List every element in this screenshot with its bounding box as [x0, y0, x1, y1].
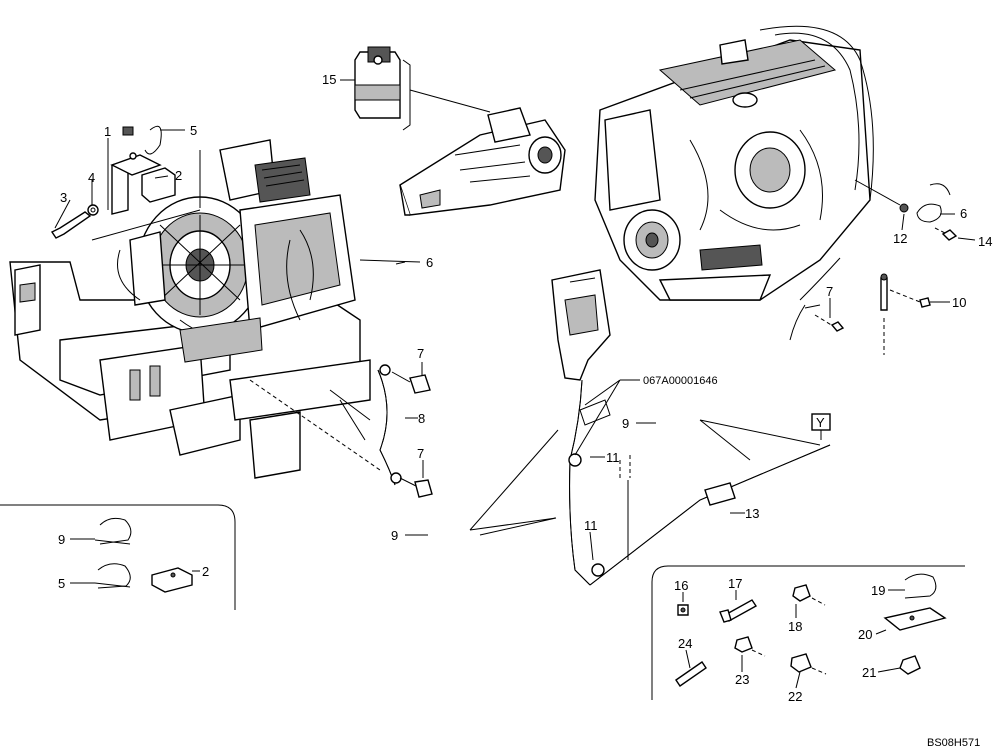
- callout-12: 12: [893, 231, 907, 246]
- right-inset: [651, 565, 965, 700]
- callout-22: 22: [788, 689, 802, 704]
- callout-8: 8: [418, 411, 425, 426]
- harness-code: 067A00001646: [643, 375, 718, 387]
- transmission-assembly: [9, 139, 371, 479]
- connector-y-label: Y: [816, 415, 825, 430]
- callout-2: 2: [175, 168, 182, 183]
- mounting-bracket-group: [50, 125, 201, 241]
- callout-20: 20: [858, 627, 872, 642]
- callout-5: 5: [58, 576, 65, 591]
- reservoir-bracket-assembly: [354, 46, 566, 216]
- engine-side-fasteners: [789, 179, 958, 355]
- leader-lines: [54, 79, 976, 689]
- callout-24: 24: [678, 636, 692, 651]
- callout-19: 19: [871, 583, 885, 598]
- callout-11: 11: [584, 518, 598, 533]
- callout-13: 13: [745, 506, 759, 521]
- callout-7: 7: [417, 446, 424, 461]
- callout-3: 3: [60, 190, 67, 205]
- callout-23: 23: [735, 672, 749, 687]
- drawing-number: BS08H571: [927, 737, 980, 749]
- callout-6: 6: [426, 255, 433, 270]
- callout-5: 5: [190, 123, 197, 138]
- callout-11: 11: [606, 450, 620, 465]
- callout-10: 10: [952, 295, 966, 310]
- ground-strap: [249, 364, 433, 498]
- callout-18: 18: [788, 619, 802, 634]
- callout-labels: 1 2 3 4 5 6 15 6 12 14 7 10 7 8 7 067A00…: [58, 72, 992, 749]
- callout-7: 7: [417, 346, 424, 361]
- callout-7: 7: [826, 284, 833, 299]
- callout-4: 4: [88, 170, 95, 185]
- callout-14: 14: [978, 234, 992, 249]
- callout-15: 15: [322, 72, 336, 87]
- callout-9: 9: [391, 528, 398, 543]
- callout-16: 16: [674, 578, 688, 593]
- callout-2: 2: [202, 564, 209, 579]
- callout-17: 17: [728, 576, 742, 591]
- wiring-harness: [469, 269, 831, 586]
- callout-1: 1: [104, 124, 111, 139]
- callout-9: 9: [58, 532, 65, 547]
- engine-assembly: [594, 25, 874, 301]
- left-inset: [0, 504, 236, 610]
- callout-21: 21: [862, 665, 876, 680]
- callout-6: 6: [960, 206, 967, 221]
- callout-9: 9: [622, 416, 629, 431]
